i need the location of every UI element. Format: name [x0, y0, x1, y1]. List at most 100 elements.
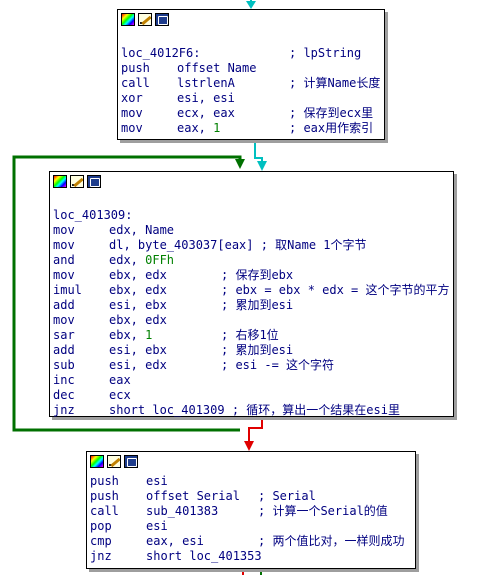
asm-immediate: 1 — [145, 328, 153, 342]
asm-operand: dl, byte_403037[eax] ; 取Name 1个字节 — [109, 238, 367, 252]
asm-mnemonic: push — [121, 61, 150, 75]
asm-operand: ecx, eax — [177, 106, 235, 120]
edge-incoming-top-arrow — [246, 1, 256, 9]
rename-pencil-icon[interactable] — [107, 454, 121, 468]
asm-mnemonic: jnz — [90, 549, 112, 563]
asm-mnemonic: mov — [53, 313, 75, 327]
asm-comment: ; ebx = ebx * edx = 这个字节的平方 — [221, 283, 450, 297]
asm-operand: esi, ebx — [109, 343, 167, 357]
asm-operand: short loc_401353 — [146, 549, 262, 563]
edge-block1-to-block2-arrow — [257, 161, 267, 171]
asm-label: loc_4012F6: — [121, 46, 201, 60]
asm-line[interactable]: loc_401309: — [50, 208, 453, 223]
asm-comment: ; lpString — [289, 46, 362, 60]
asm-line[interactable]: xor esi, esi — [118, 91, 384, 106]
asm-line[interactable]: dec ecx — [50, 388, 453, 403]
asm-comment: ; 计算一个Serial的值 — [258, 504, 388, 518]
asm-operand: short loc_401309 ; 循环，算出一个结果在esi里 — [109, 403, 400, 417]
asm-operand: edx, Name — [109, 223, 175, 237]
asm-operand: eax, 1 — [177, 121, 221, 135]
asm-immediate: 0FFh — [145, 253, 175, 267]
color-palette-icon[interactable] — [53, 174, 67, 188]
asm-operand: ecx — [109, 388, 131, 402]
asm-line[interactable]: mov ebx, edx — [50, 313, 453, 328]
asm-line[interactable]: and edx, 0FFh — [50, 253, 453, 268]
asm-mnemonic: cmp — [90, 534, 112, 548]
asm-operand: esi, edx — [109, 358, 167, 372]
asm-operand: esi — [146, 519, 168, 533]
block-header — [87, 452, 415, 470]
asm-operand: sub_401383 — [146, 504, 219, 518]
asm-line[interactable]: sub esi, edx ; esi -= 这个字符 — [50, 358, 453, 373]
asm-mnemonic: mov — [121, 121, 143, 135]
asm-comment: ; eax用作索引 — [289, 121, 374, 135]
asm-line[interactable]: jnz short loc_401353 — [87, 549, 415, 564]
block-header — [50, 172, 453, 190]
color-palette-icon[interactable] — [90, 454, 104, 468]
asm-comment: ; 累加到esi — [221, 298, 294, 312]
rename-pencil-icon[interactable] — [70, 174, 84, 188]
asm-mnemonic: imul — [53, 283, 82, 297]
graph-view-icon[interactable] — [124, 454, 138, 468]
color-palette-icon[interactable] — [121, 12, 135, 26]
asm-mnemonic: mov — [53, 238, 75, 252]
asm-comment: ; 计算Name长度 — [289, 76, 381, 90]
asm-mnemonic: jnz — [53, 403, 75, 417]
asm-operand: edx, 0FFh — [109, 253, 175, 267]
asm-comment: ; esi -= 这个字符 — [221, 358, 335, 372]
edge-block2-to-block3-arrow — [244, 441, 254, 451]
asm-line[interactable]: jnz short loc_401309 ; 循环，算出一个结果在esi里 — [50, 403, 453, 418]
edge-block2-to-block3 — [248, 416, 263, 445]
asm-operand: esi — [146, 474, 168, 488]
asm-mnemonic: call — [121, 76, 150, 90]
asm-mnemonic: mov — [53, 268, 75, 282]
asm-mnemonic: inc — [53, 373, 75, 387]
asm-line[interactable]: pop esi — [87, 519, 415, 534]
asm-line[interactable]: loc_4012F6: ; lpString — [118, 46, 384, 61]
asm-operand: ebx, edx — [109, 268, 167, 282]
asm-line[interactable]: mov dl, byte_403037[eax] ; 取Name 1个字节 — [50, 238, 453, 253]
asm-line[interactable]: push offset Name — [118, 61, 384, 76]
rename-pencil-icon[interactable] — [138, 12, 152, 26]
asm-operand: offset Serial — [146, 489, 240, 503]
asm-operand: esi, esi — [177, 91, 235, 105]
asm-mnemonic: sub — [53, 358, 75, 372]
asm-operand: ebx, edx — [109, 313, 167, 327]
asm-line[interactable]: push esi — [87, 474, 415, 489]
asm-line[interactable]: mov ecx, eax ; 保存到ecx里 — [118, 106, 384, 121]
edge-loop-back-arrow — [235, 159, 245, 169]
asm-mnemonic: push — [90, 474, 119, 488]
asm-mnemonic: dec — [53, 388, 75, 402]
asm-comment: ; 保存到ecx里 — [289, 106, 374, 120]
graph-view-icon[interactable] — [87, 174, 101, 188]
asm-operand: offset Name — [177, 61, 257, 75]
graph-view-icon[interactable] — [155, 12, 169, 26]
asm-line[interactable]: mov eax, 1 ; eax用作索引 — [118, 121, 384, 136]
asm-mnemonic: pop — [90, 519, 112, 533]
asm-label: loc_401309: — [53, 208, 133, 222]
asm-comment: ; 两个值比对，一样则成功 — [258, 534, 405, 548]
asm-mnemonic: and — [53, 253, 75, 267]
asm-comment: ; Serial — [258, 489, 316, 503]
asm-mnemonic: mov — [121, 106, 143, 120]
asm-mnemonic: sar — [53, 328, 75, 342]
asm-mnemonic: xor — [121, 91, 143, 105]
asm-comment: ; 累加到esi — [221, 343, 294, 357]
